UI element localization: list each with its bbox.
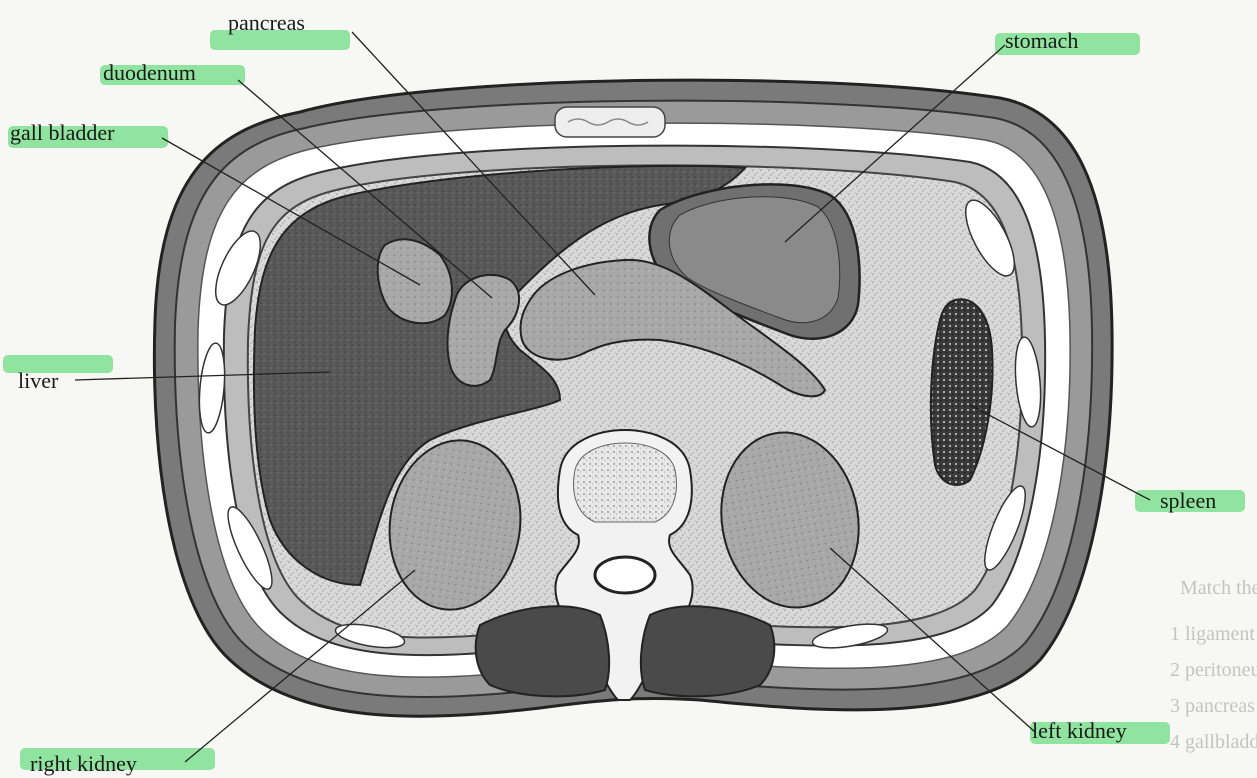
bleed-line-3: 1 ligament	[1170, 623, 1255, 645]
bleed-line-4: 2 peritoneum	[1170, 659, 1257, 681]
back-muscle-left	[641, 606, 774, 696]
sternum	[555, 107, 665, 137]
label-gall-bladder: gall bladder	[10, 120, 115, 145]
vertebral-body	[574, 443, 677, 522]
label-right-kidney: right kidney	[30, 751, 137, 776]
bleed-line-5: 3 pancreas	[1170, 695, 1255, 717]
label-pancreas: pancreas	[228, 10, 305, 35]
bleed-line-1: Match the	[1180, 577, 1257, 599]
label-spleen: spleen	[1160, 488, 1216, 513]
label-duodenum: duodenum	[103, 60, 196, 85]
label-liver: liver	[18, 368, 59, 393]
label-stomach: stomach	[1005, 28, 1078, 53]
back-muscle-right	[476, 606, 609, 696]
spinal-canal	[595, 557, 655, 593]
label-left-kidney: left kidney	[1032, 718, 1127, 743]
bleed-through-text: Match the 1 ligament 2 peritoneum 3 panc…	[1170, 577, 1257, 753]
